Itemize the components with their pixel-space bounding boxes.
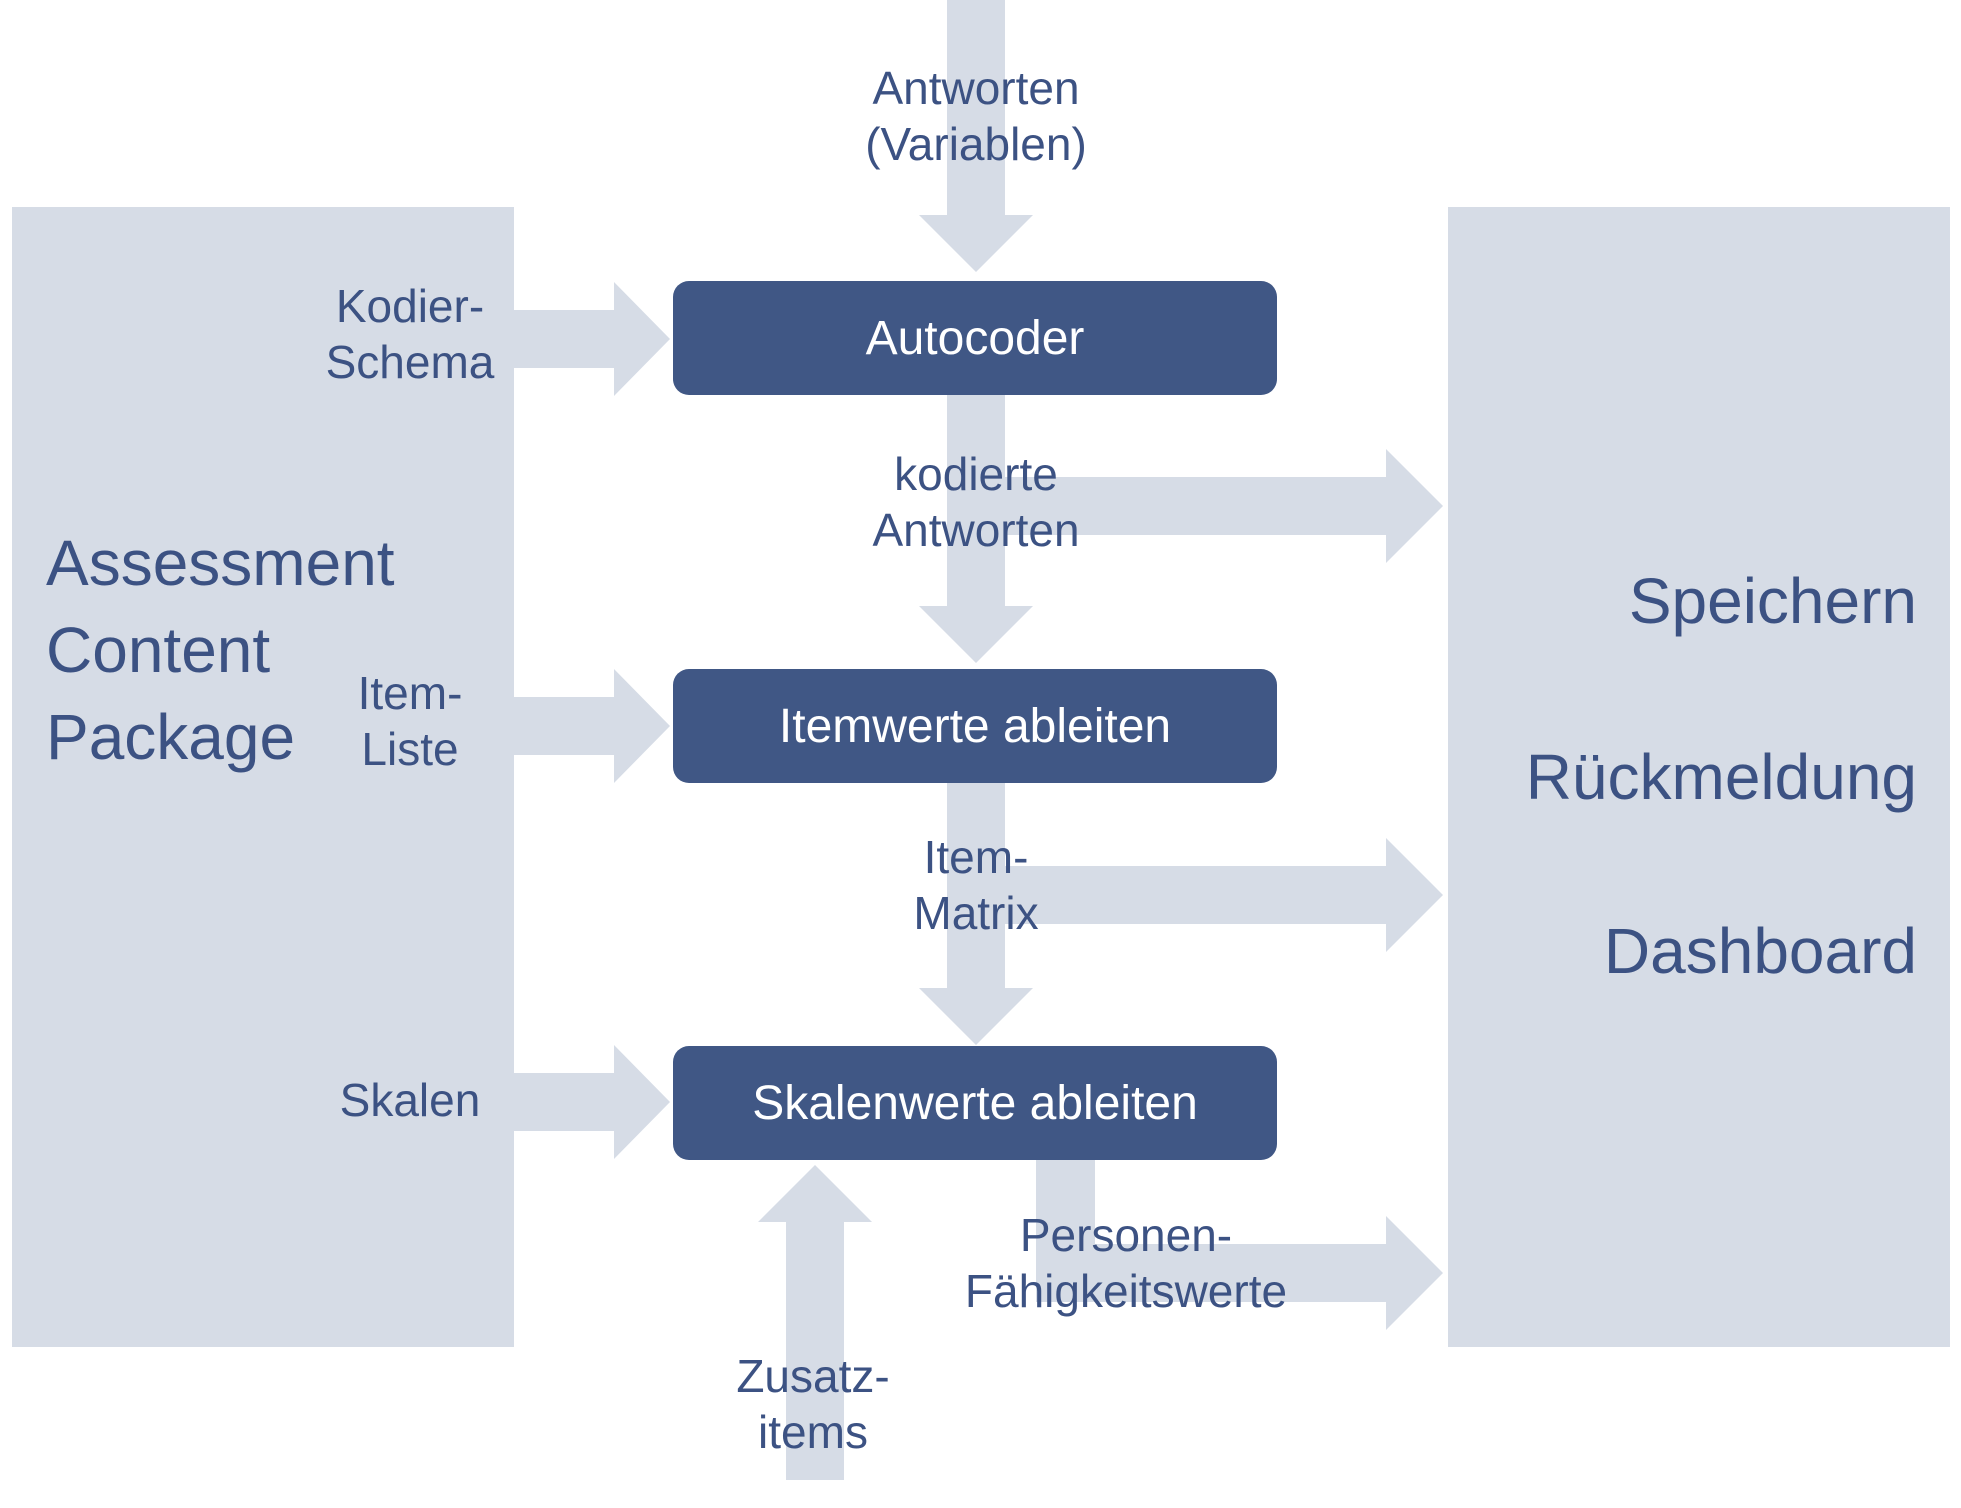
right-panel-background xyxy=(1448,207,1950,1347)
itemliste-arrow xyxy=(514,669,670,783)
kodierte-antworten-down-arrow xyxy=(919,395,1033,663)
label-line: Personen- xyxy=(1019,1209,1233,1261)
autocoder-box: Autocoder xyxy=(673,281,1277,395)
label-line: Fähigkeitswerte xyxy=(964,1265,1288,1318)
kodierte-antworten-right-arrow xyxy=(1005,449,1443,563)
zusatzitems-arrow xyxy=(758,1165,872,1480)
label-line: Item- xyxy=(357,667,463,719)
kodierschema-arrow xyxy=(514,282,670,396)
label-line: items xyxy=(758,1406,868,1459)
label-line: Liste xyxy=(361,723,459,776)
assessment-content-package-label: Assessment Content Package xyxy=(46,520,395,781)
skalenwerte-ableiten-box: Skalenwerte ableiten xyxy=(673,1046,1277,1160)
item-matrix-label: Item- Matrix xyxy=(826,829,1126,941)
itemliste-label: Item- Liste xyxy=(290,665,530,777)
left-panel-line: Content xyxy=(46,614,271,687)
label-line: (Variablen) xyxy=(865,118,1087,171)
label-line: Skalen xyxy=(339,1074,481,1126)
item-matrix-right-arrow xyxy=(1005,838,1443,952)
antworten-arrow xyxy=(919,0,1033,272)
left-panel-background xyxy=(12,207,514,1347)
personen-faehigkeitswerte-label: Personen- Fähigkeitswerte xyxy=(926,1207,1326,1319)
left-panel-line: Package xyxy=(46,701,296,774)
label-line: Antworten xyxy=(872,62,1080,114)
kodierte-antworten-label: kodierte Antworten xyxy=(776,446,1176,558)
zusatzitems-label: Zusatz- items xyxy=(693,1348,933,1460)
skalen-label: Skalen xyxy=(290,1072,530,1128)
antworten-variablen-label: Antworten (Variablen) xyxy=(776,60,1176,172)
left-panel-line: Assessment xyxy=(46,527,395,599)
label-line: kodierte xyxy=(894,448,1058,500)
item-matrix-down-arrow xyxy=(919,783,1033,1045)
label-line: Schema xyxy=(325,336,495,389)
dashboard-label: Dashboard xyxy=(1603,915,1917,987)
skalen-arrow xyxy=(514,1045,670,1159)
label-line: Zusatz- xyxy=(736,1350,890,1402)
label-line: Antworten xyxy=(872,504,1080,557)
speichern-label: Speichern xyxy=(1628,565,1917,637)
label-line: Matrix xyxy=(913,887,1039,940)
itemwerte-ableiten-box: Itemwerte ableiten xyxy=(673,669,1277,783)
label-line: Kodier- xyxy=(335,280,485,332)
personen-right-arrow xyxy=(1036,1157,1443,1330)
rueckmeldung-label: Rückmeldung xyxy=(1525,741,1917,813)
kodierschema-label: Kodier- Schema xyxy=(290,278,530,390)
label-line: Item- xyxy=(923,831,1029,883)
